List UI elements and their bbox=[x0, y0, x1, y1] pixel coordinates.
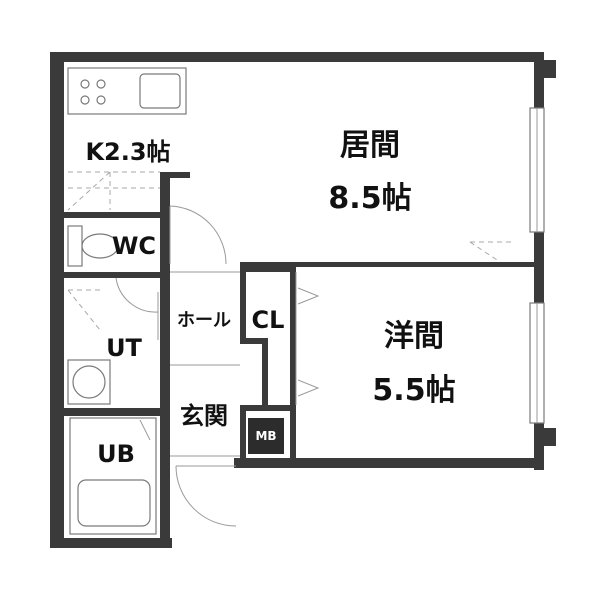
meter-box bbox=[248, 418, 284, 454]
closet-label: CL bbox=[252, 306, 285, 334]
wc-label: WC bbox=[112, 232, 156, 260]
washbasin bbox=[67, 289, 111, 405]
floor-lines bbox=[170, 241, 512, 457]
windows bbox=[529, 107, 545, 424]
western-room-size: 5.5帖 bbox=[372, 373, 455, 408]
closet-hangers bbox=[297, 287, 320, 397]
entrance-label: 玄関 bbox=[180, 402, 228, 430]
living-room-name: 居間 bbox=[340, 128, 400, 163]
outer-walls bbox=[50, 52, 556, 548]
bathtub bbox=[69, 417, 157, 535]
western-room-name: 洋間 bbox=[384, 319, 444, 354]
kitchen-label: K2.3帖 bbox=[85, 138, 170, 166]
doors bbox=[115, 205, 297, 527]
living-room-size: 8.5帖 bbox=[328, 181, 411, 216]
hall-label: ホール bbox=[177, 310, 231, 331]
bath-label: UB bbox=[97, 440, 135, 468]
kitchen-counter bbox=[67, 67, 187, 211]
inner-walls bbox=[64, 172, 536, 467]
toilet bbox=[67, 225, 119, 267]
meter-box-label: MB bbox=[255, 429, 276, 443]
utility-label: UT bbox=[106, 334, 142, 362]
